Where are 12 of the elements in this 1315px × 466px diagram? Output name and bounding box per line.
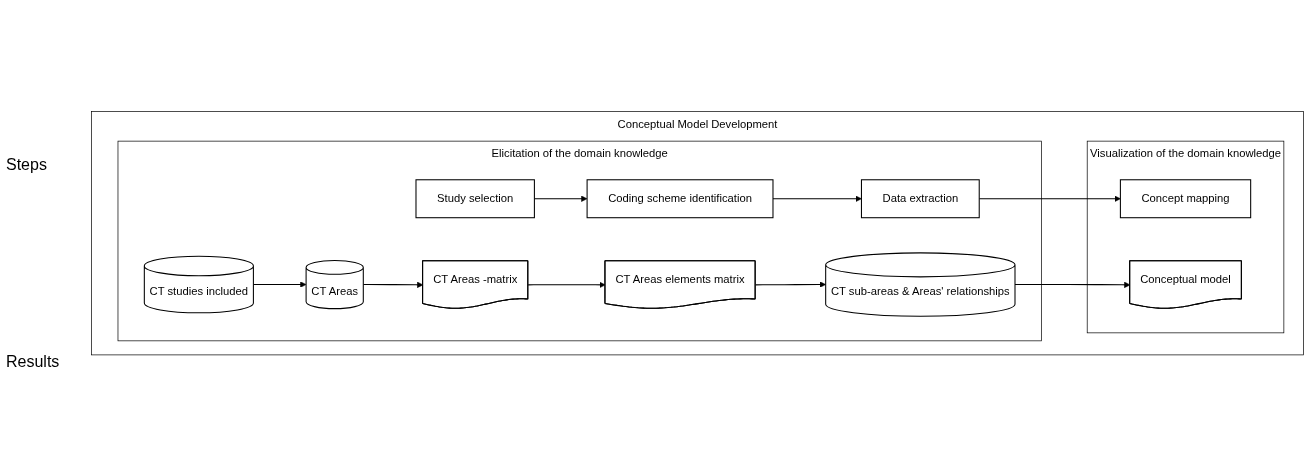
arrow (252, 281, 307, 288)
row-label: Steps (6, 155, 48, 174)
arrow (362, 281, 424, 288)
arrow (1014, 281, 1131, 288)
arrow (772, 195, 862, 202)
arrow (754, 281, 826, 288)
row-label: Results (6, 352, 61, 371)
node-box: Data extraction (860, 179, 980, 218)
arrow (527, 281, 606, 288)
node-box: Coding scheme identification (586, 179, 774, 218)
node-box: Study selection (415, 179, 535, 218)
node-box: Concept mapping (1119, 179, 1252, 218)
